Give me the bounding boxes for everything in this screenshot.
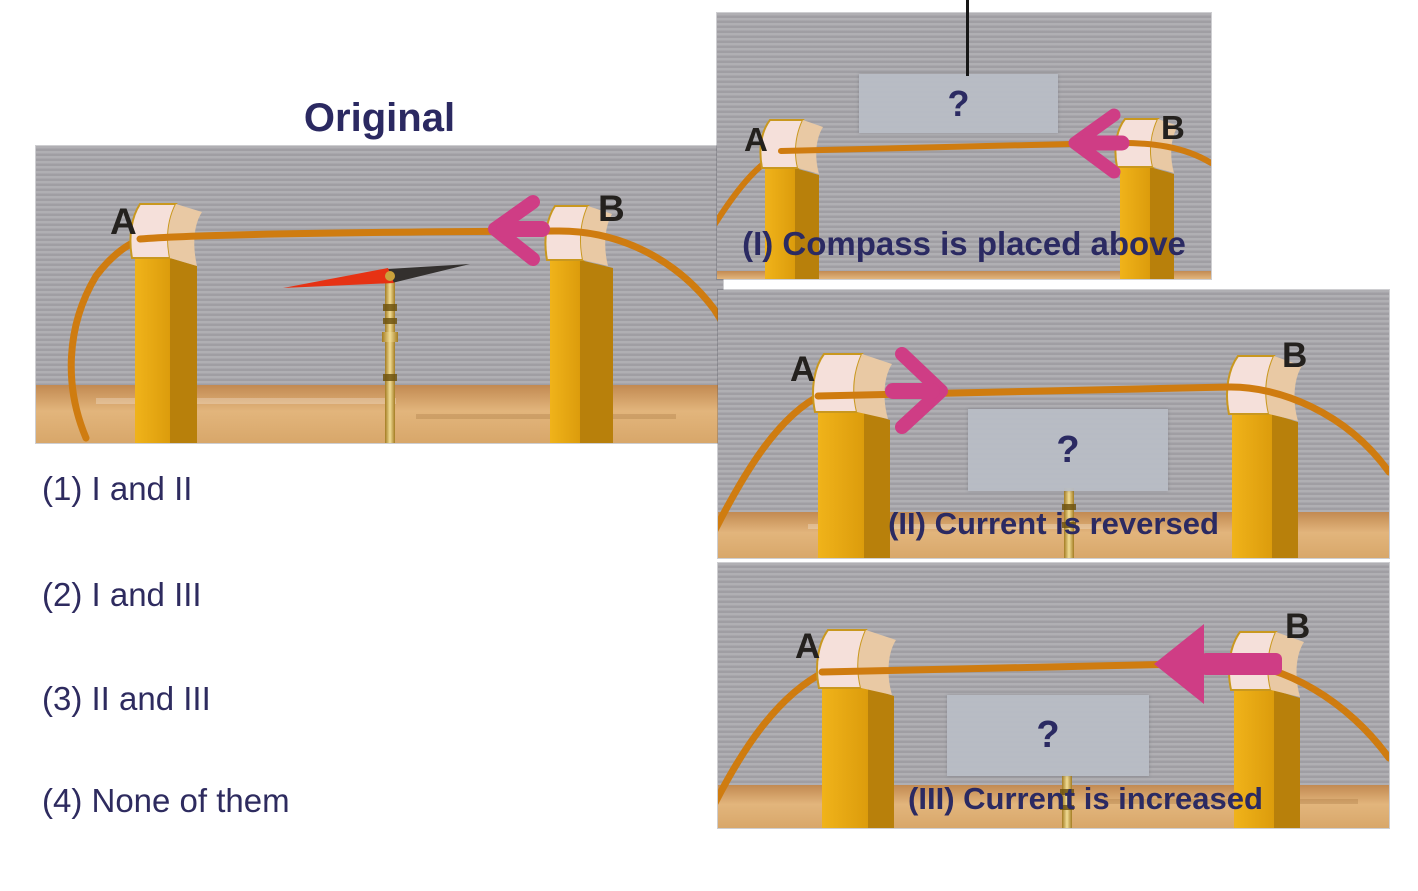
wire-left-segment (67, 233, 150, 442)
scenario-2-panel: ? A B (II) Current is reversed (718, 290, 1389, 558)
current-direction-big-left-arrow-icon (1154, 624, 1282, 704)
answer-option-1[interactable]: (1) I and II (42, 470, 193, 507)
hidden-answer-box: ? (859, 74, 1058, 133)
terminal-label-b: B (1161, 109, 1185, 146)
scenario-2-caption: (II) Current is reversed (888, 506, 1219, 541)
wire-main-segment (136, 227, 723, 330)
question-mark: ? (947, 82, 970, 124)
question-mark: ? (1036, 714, 1060, 756)
terminal-label-a: A (744, 121, 768, 158)
scenario-1-illustration (717, 108, 1211, 279)
current-direction-left-arrow-icon (1068, 108, 1130, 179)
hidden-answer-box: ? (968, 409, 1168, 491)
terminal-label-a: A (795, 627, 821, 666)
current-direction-right-arrow-icon (885, 347, 948, 434)
hidden-answer-box: ? (947, 695, 1149, 776)
terminal-label-b: B (1282, 336, 1308, 375)
terminal-label-a: A (110, 201, 137, 242)
scenario-3-caption: (III) Current is increased (908, 781, 1263, 816)
wire-main-segment (814, 383, 1389, 476)
needle-south-red (283, 268, 394, 288)
post-b (1228, 631, 1304, 828)
compass-needle (283, 264, 470, 288)
post-a (759, 119, 823, 279)
scenario-1-caption: (I) Compass is placed above (742, 225, 1186, 262)
terminal-label-a: A (790, 350, 816, 389)
wire-left-segment (718, 667, 830, 805)
needle-north-black (388, 264, 470, 283)
compass-stand (1060, 774, 1074, 828)
scenario-2-illustration (718, 347, 1389, 558)
table-wood (717, 271, 1211, 279)
question-mark: ? (1056, 428, 1080, 471)
answer-option-3[interactable]: (3) II and III (42, 680, 211, 717)
answer-option-4[interactable]: (4) None of them (42, 782, 290, 819)
scenario-3-illustration (718, 624, 1389, 828)
compass-stand (382, 276, 398, 443)
compass-stand (1062, 488, 1076, 558)
terminal-label-b: B (598, 188, 625, 229)
current-direction-left-arrow-icon (488, 195, 550, 266)
scenario-3-panel: ? A B (III) Current is increased (718, 563, 1389, 828)
terminal-label-b: B (1285, 607, 1311, 646)
post-b (544, 205, 613, 443)
scenario-1-panel: ? A B (I) Compass is placed above (717, 13, 1211, 279)
compass-suspension-line (966, 0, 969, 76)
original-setup-panel: A B (36, 146, 723, 443)
post-a (129, 203, 202, 443)
original-scene-illustration (36, 195, 723, 443)
original-panel-title: Original (303, 96, 456, 140)
wire-left-segment (718, 390, 827, 532)
answer-option-2[interactable]: (2) I and III (42, 576, 202, 613)
